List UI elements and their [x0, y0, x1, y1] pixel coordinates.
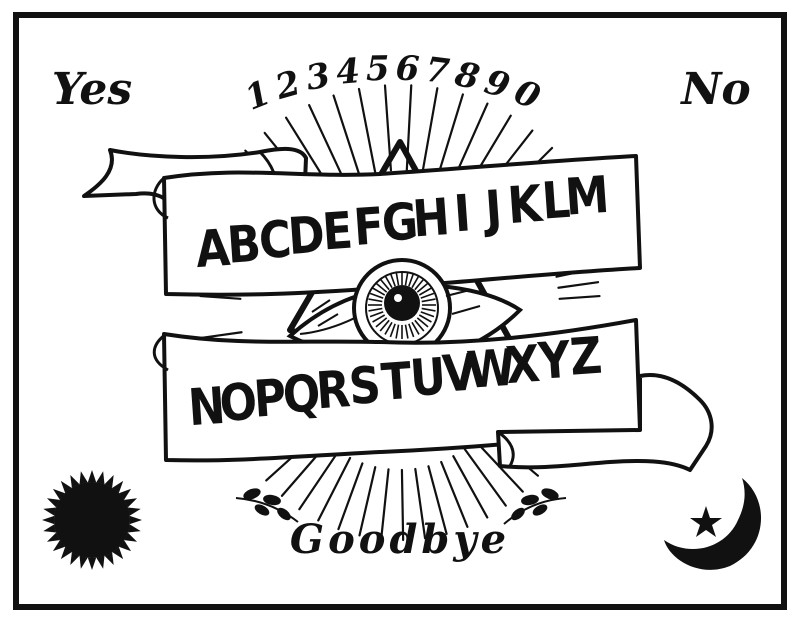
ray-line	[400, 468, 405, 542]
letter-glyph[interactable]: X	[504, 335, 542, 396]
letter-glyph[interactable]: A	[194, 219, 232, 280]
letter-glyph[interactable]: Z	[568, 327, 604, 388]
ray-line	[358, 466, 377, 537]
letter-glyph[interactable]: S	[347, 356, 383, 417]
ray-line	[440, 460, 469, 528]
number-glyph[interactable]: 6	[395, 48, 421, 89]
ray-line	[452, 455, 489, 519]
star-icon	[690, 506, 722, 537]
flourish-left-icon	[235, 488, 299, 523]
ray-line	[414, 467, 427, 540]
crescent-moon-icon	[664, 478, 762, 570]
ray-line	[380, 468, 390, 541]
ray-line	[200, 331, 243, 339]
number-glyph[interactable]: 7	[423, 50, 452, 93]
letter-glyph[interactable]: I	[452, 184, 472, 244]
flourish-right-icon	[503, 488, 567, 525]
letter-glyph[interactable]: P	[252, 369, 288, 430]
banner-upper	[162, 154, 642, 297]
ray-line	[317, 456, 352, 522]
letter-glyph[interactable]: U	[408, 348, 448, 409]
letter-glyph[interactable]: G	[380, 193, 420, 254]
letter-glyph[interactable]: J	[481, 180, 504, 240]
sun-icon	[42, 470, 142, 570]
letter-glyph[interactable]: R	[314, 360, 352, 421]
letter-glyph[interactable]: M	[563, 166, 611, 228]
ray-line	[463, 447, 507, 507]
letter-glyph[interactable]: N	[186, 377, 227, 438]
letter-glyph[interactable]: K	[506, 175, 546, 236]
letter-glyph[interactable]: D	[286, 206, 327, 267]
ray-line	[337, 462, 364, 531]
ray-line	[357, 87, 377, 174]
letter-glyph[interactable]: T	[379, 352, 414, 413]
ray-line	[558, 294, 601, 300]
ray-line	[308, 104, 347, 184]
ray-line	[421, 87, 439, 174]
goodbye-label[interactable]: Goodbye	[290, 516, 510, 563]
letter-glyph[interactable]: C	[257, 210, 293, 271]
letter-glyph[interactable]: L	[540, 171, 572, 232]
number-glyph[interactable]: 4	[335, 51, 362, 93]
ray-line	[557, 281, 600, 289]
ray-line	[427, 465, 448, 535]
letter-glyph[interactable]: W	[465, 339, 518, 401]
letter-glyph[interactable]: F	[352, 197, 386, 258]
letter-glyph[interactable]: E	[321, 202, 355, 263]
ribbon-tail-right	[496, 373, 714, 472]
letter-glyph[interactable]: V	[441, 343, 479, 404]
ribbon-fold-right	[497, 430, 515, 467]
yes-label[interactable]: Yes	[52, 64, 132, 115]
banner-upper-curl	[152, 176, 169, 220]
number-glyph[interactable]: 5	[366, 49, 390, 89]
banner-lower-curl	[152, 332, 169, 372]
letter-glyph[interactable]: Q	[281, 364, 322, 425]
ray-line	[436, 93, 464, 177]
letter-glyph[interactable]: B	[225, 215, 263, 276]
no-label[interactable]: No	[679, 64, 751, 115]
letter-glyph[interactable]: O	[218, 373, 259, 434]
ray-line	[298, 450, 340, 511]
ray-line	[332, 94, 361, 178]
letter-glyph[interactable]: H	[411, 188, 452, 249]
letter-glyph[interactable]: Y	[536, 331, 573, 392]
